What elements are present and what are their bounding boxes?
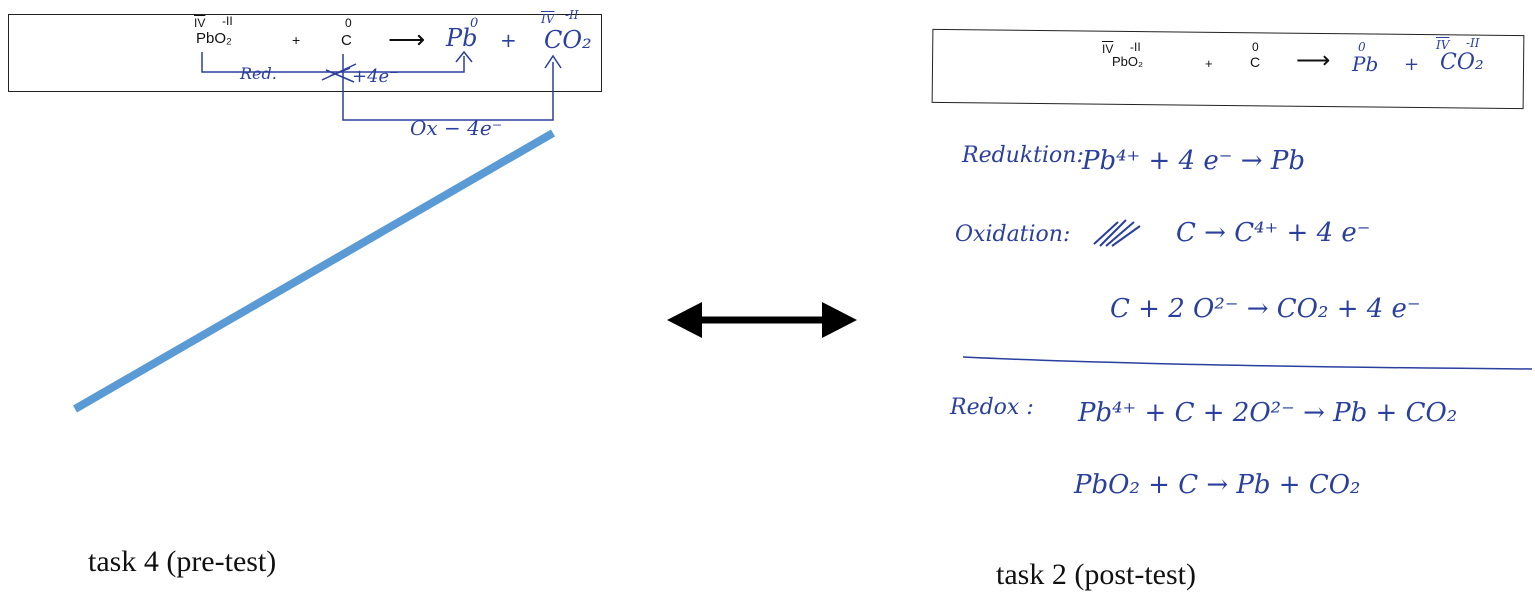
double-arrow-icon [667,302,857,338]
post-scribble [1093,219,1141,247]
pre-pb-product: Pb [446,24,478,52]
pre-c-oxidation-state: 0 [345,16,352,30]
pre-pbo2-oxidation-state: IV [194,16,206,30]
post-c-oxidation-state: 0 [1252,40,1259,54]
post-co2-o-oxidation-state: -II [1466,36,1480,50]
pre-pb-oxidation-state: 0 [470,16,479,31]
post-plus-product: + [1404,54,1420,75]
pre-scribble [321,63,357,83]
post-oxidation-equation: C → C⁴⁺ + 4 e⁻ [1176,218,1371,248]
pre-test-caption: task 4 (pre-test) [88,545,277,578]
pre-carbon: C [341,32,352,49]
pre-reduction-bracket [201,52,465,73]
pre-plus-sign: + [292,32,301,48]
pre-reduction-label: Red. [240,64,277,83]
pre-reduction-arrowhead [455,50,473,63]
post-co2-oxidation-state: IV [1436,38,1450,52]
post-pbo2-o-oxidation-state: -II [1130,40,1141,54]
pre-pbo2-o-oxidation-state: -II [222,14,233,28]
post-redox-label: Redox : [950,395,1034,420]
post-reaction-arrow: ⟶ [1296,47,1331,74]
pre-reaction-arrow: ⟶ [388,24,426,54]
post-pb-product: Pb [1352,52,1379,76]
pre-pbo2-formula: PbO₂ [196,30,232,47]
pre-plus-product: + [500,28,517,52]
post-reduction-equation: Pb⁴⁺ + 4 e⁻ → Pb [1082,146,1305,176]
post-separator-line [962,356,1533,370]
pre-oxidation-arrowhead [544,54,562,69]
post-oxidation-equation-2: C + 2 O²⁻ → CO₂ + 4 e⁻ [1110,294,1421,324]
pre-co2-product: CO₂ [544,26,592,54]
post-redox-equation: Pb⁴⁺ + C + 2O²⁻ → Pb + CO₂ [1078,398,1458,428]
post-final-equation: PbO₂ + C → Pb + CO₂ [1074,470,1361,500]
post-pb-oxidation-state: 0 [1358,40,1366,54]
pre-oxidation-bracket [342,54,554,121]
pre-test-equation-box [8,14,602,92]
strike-through-line [72,129,556,413]
post-pbo2-formula: PbO₂ [1112,54,1144,69]
post-co2-product: CO₂ [1440,50,1484,75]
post-carbon: C [1250,54,1261,70]
pre-co2-o-oxidation-state: -II [565,8,579,22]
post-plus-sign: + [1205,56,1213,71]
pre-co2-oxidation-state: IV [541,12,555,26]
post-reduction-label: Reduktion: [962,143,1084,168]
post-oxidation-label: Oxidation: [955,222,1071,247]
post-pbo2-oxidation-state: IV [1102,42,1114,56]
post-test-caption: task 2 (post-test) [996,558,1196,591]
